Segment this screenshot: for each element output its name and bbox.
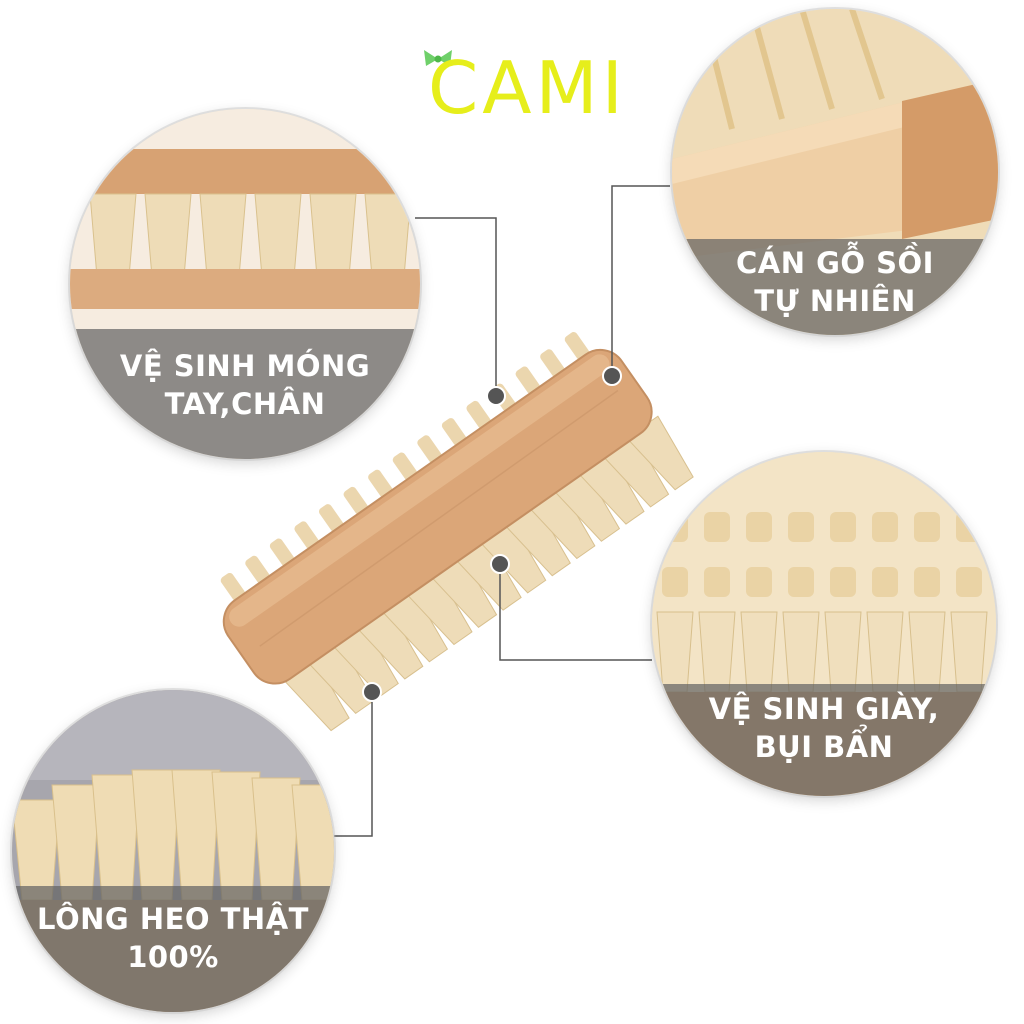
callout-line-1: CÁN GỖ SỒI: [736, 246, 934, 280]
callout-line-2: 100%: [127, 940, 219, 974]
callout-label-band: VỆ SINH GIÀY, BỤI BẨN: [652, 684, 996, 796]
callout-label-band: CÁN GỖ SỒI TỰ NHIÊN: [672, 239, 998, 335]
callout-line-2: TỰ NHIÊN: [754, 284, 916, 318]
callout-boar-bristle: LÔNG HEO THẬT 100%: [12, 690, 334, 1012]
brand-logo: CAMI: [418, 46, 648, 136]
callout-label-band: VỆ SINH MÓNG TAY,CHÂN: [70, 329, 420, 459]
callout-nail-cleaning: VỆ SINH MÓNG TAY,CHÂN: [70, 109, 420, 459]
callout-label-band: LÔNG HEO THẬT 100%: [12, 886, 334, 1012]
bow-icon: [424, 50, 452, 66]
callout-line-2: BỤI BẨN: [754, 730, 894, 764]
callout-line-2: TAY,CHÂN: [164, 387, 326, 421]
callout-shoe-cleaning: VỆ SINH GIÀY, BỤI BẨN: [652, 452, 996, 796]
brand-name: CAMI: [428, 46, 627, 130]
callout-line-1: VỆ SINH GIÀY,: [708, 692, 940, 726]
callout-line-1: LÔNG HEO THẬT: [37, 902, 309, 936]
callout-line-1: VỆ SINH MÓNG: [119, 349, 371, 383]
callout-oak-handle: CÁN GỖ SỒI TỰ NHIÊN: [672, 9, 998, 335]
